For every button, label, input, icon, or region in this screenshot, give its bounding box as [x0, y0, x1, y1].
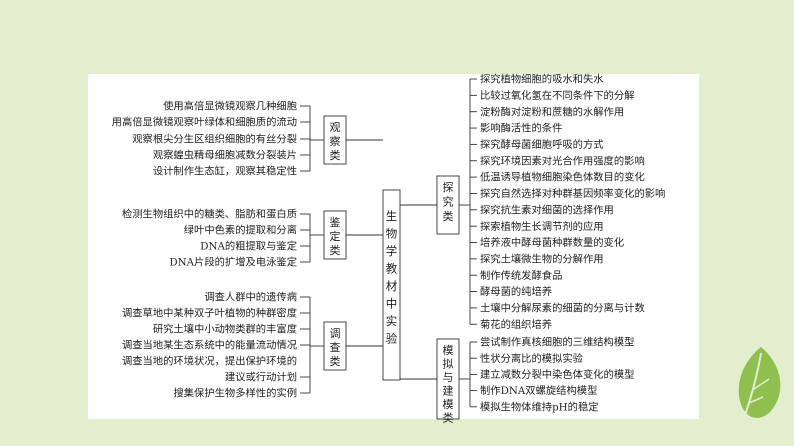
experiment-item: 探究土壤微生物的分解作用 [480, 252, 604, 265]
experiment-item: 比较过氧化氢在不同条件下的分解 [480, 89, 634, 102]
experiment-item: 淀粉酶对淀粉和蔗糖的水解作用 [480, 105, 624, 118]
experiment-item: 观察根尖分生区组织细胞的有丝分裂 [132, 133, 297, 146]
experiment-item: 绿叶中色素的提取和分离 [184, 224, 297, 237]
experiment-item: 搜集保护生物多样性的实例 [173, 387, 297, 400]
experiment-item: 使用高倍显微镜观察几种细胞 [163, 100, 297, 113]
experiment-item: 探索植物生长调节剂的应用 [480, 220, 604, 233]
experiment-item: 低温诱导植物细胞染色体数目的变化 [480, 171, 645, 184]
experiment-item: 探究植物细胞的吸水和失水 [480, 73, 604, 86]
experiment-item: 调查草地中某种双子叶植物的种群密度 [122, 307, 297, 320]
experiment-item: 调查人群中的遗传病 [204, 291, 297, 304]
experiment-item: 模拟生物体维持pH的稳定 [480, 400, 599, 413]
center-title: 生物学教材中实验 [386, 209, 398, 346]
category-label: 模拟与建模类 [443, 344, 454, 425]
experiment-item: 尝试制作真核细胞的三维结构模型 [480, 336, 634, 349]
experiment-item: DNA片段的扩增及电泳鉴定 [169, 256, 297, 269]
category-label: 探究类 [443, 181, 454, 223]
category-node-left [323, 210, 347, 260]
experiment-item: 制作传统发酵食品 [480, 269, 562, 282]
leaf-icon [738, 347, 781, 428]
experiment-item: 探究酵母菌细胞呼吸的方式 [480, 138, 604, 151]
experiment-item: 研究土壤中小动物类群的丰富度 [153, 323, 297, 336]
experiment-item: 影响酶活性的条件 [480, 122, 562, 135]
experiment-item: 观察蝗虫精母细胞减数分裂装片 [153, 149, 297, 162]
category-label: 鉴定类 [330, 216, 341, 257]
experiment-item: 设计制作生态缸，观察其稳定性 [153, 165, 297, 178]
experiment-item: 检测生物组织中的糖类、脂肪和蛋白质 [122, 208, 297, 221]
experiment-item: 探究自然选择对种群基因频率变化的影响 [480, 187, 665, 200]
experiment-item: 制作DNA双螺旋结构模型 [480, 384, 597, 397]
experiment-item: 酵母菌的纯培养 [480, 285, 552, 298]
category-node-left [323, 115, 347, 165]
experiment-item: 性状分离比的模拟实验 [480, 352, 584, 365]
experiment-item: 建议或行动计划 [225, 371, 297, 384]
category-label: 调查类 [330, 327, 341, 368]
experiment-item: 培养液中酵母菌种群数量的变化 [480, 236, 624, 249]
category-label: 观察类 [330, 121, 341, 162]
experiment-item: DNA的粗提取与鉴定 [200, 240, 297, 253]
category-node-left [323, 321, 347, 371]
experiment-item: 探究抗生素对细菌的选择作用 [480, 203, 614, 216]
category-node-right [436, 338, 460, 420]
center-node [382, 189, 401, 381]
experiment-item: 探究环境因素对光合作用强度的影响 [480, 154, 645, 167]
experiment-item: 调查当地的环境状况，提出保护环境的 [122, 355, 297, 368]
experiment-item: 建立减数分裂中染色体变化的模型 [480, 368, 634, 381]
experiment-item: 用高倍显微镜观察叶绿体和细胞质的流动 [112, 116, 297, 129]
category-node-right [436, 175, 460, 235]
experiment-item: 土壤中分解尿素的细菌的分离与计数 [480, 302, 645, 315]
experiment-item: 菊花的组织培养 [480, 318, 552, 331]
experiment-item: 调查当地某生态系统中的能量流动情况 [122, 339, 297, 352]
